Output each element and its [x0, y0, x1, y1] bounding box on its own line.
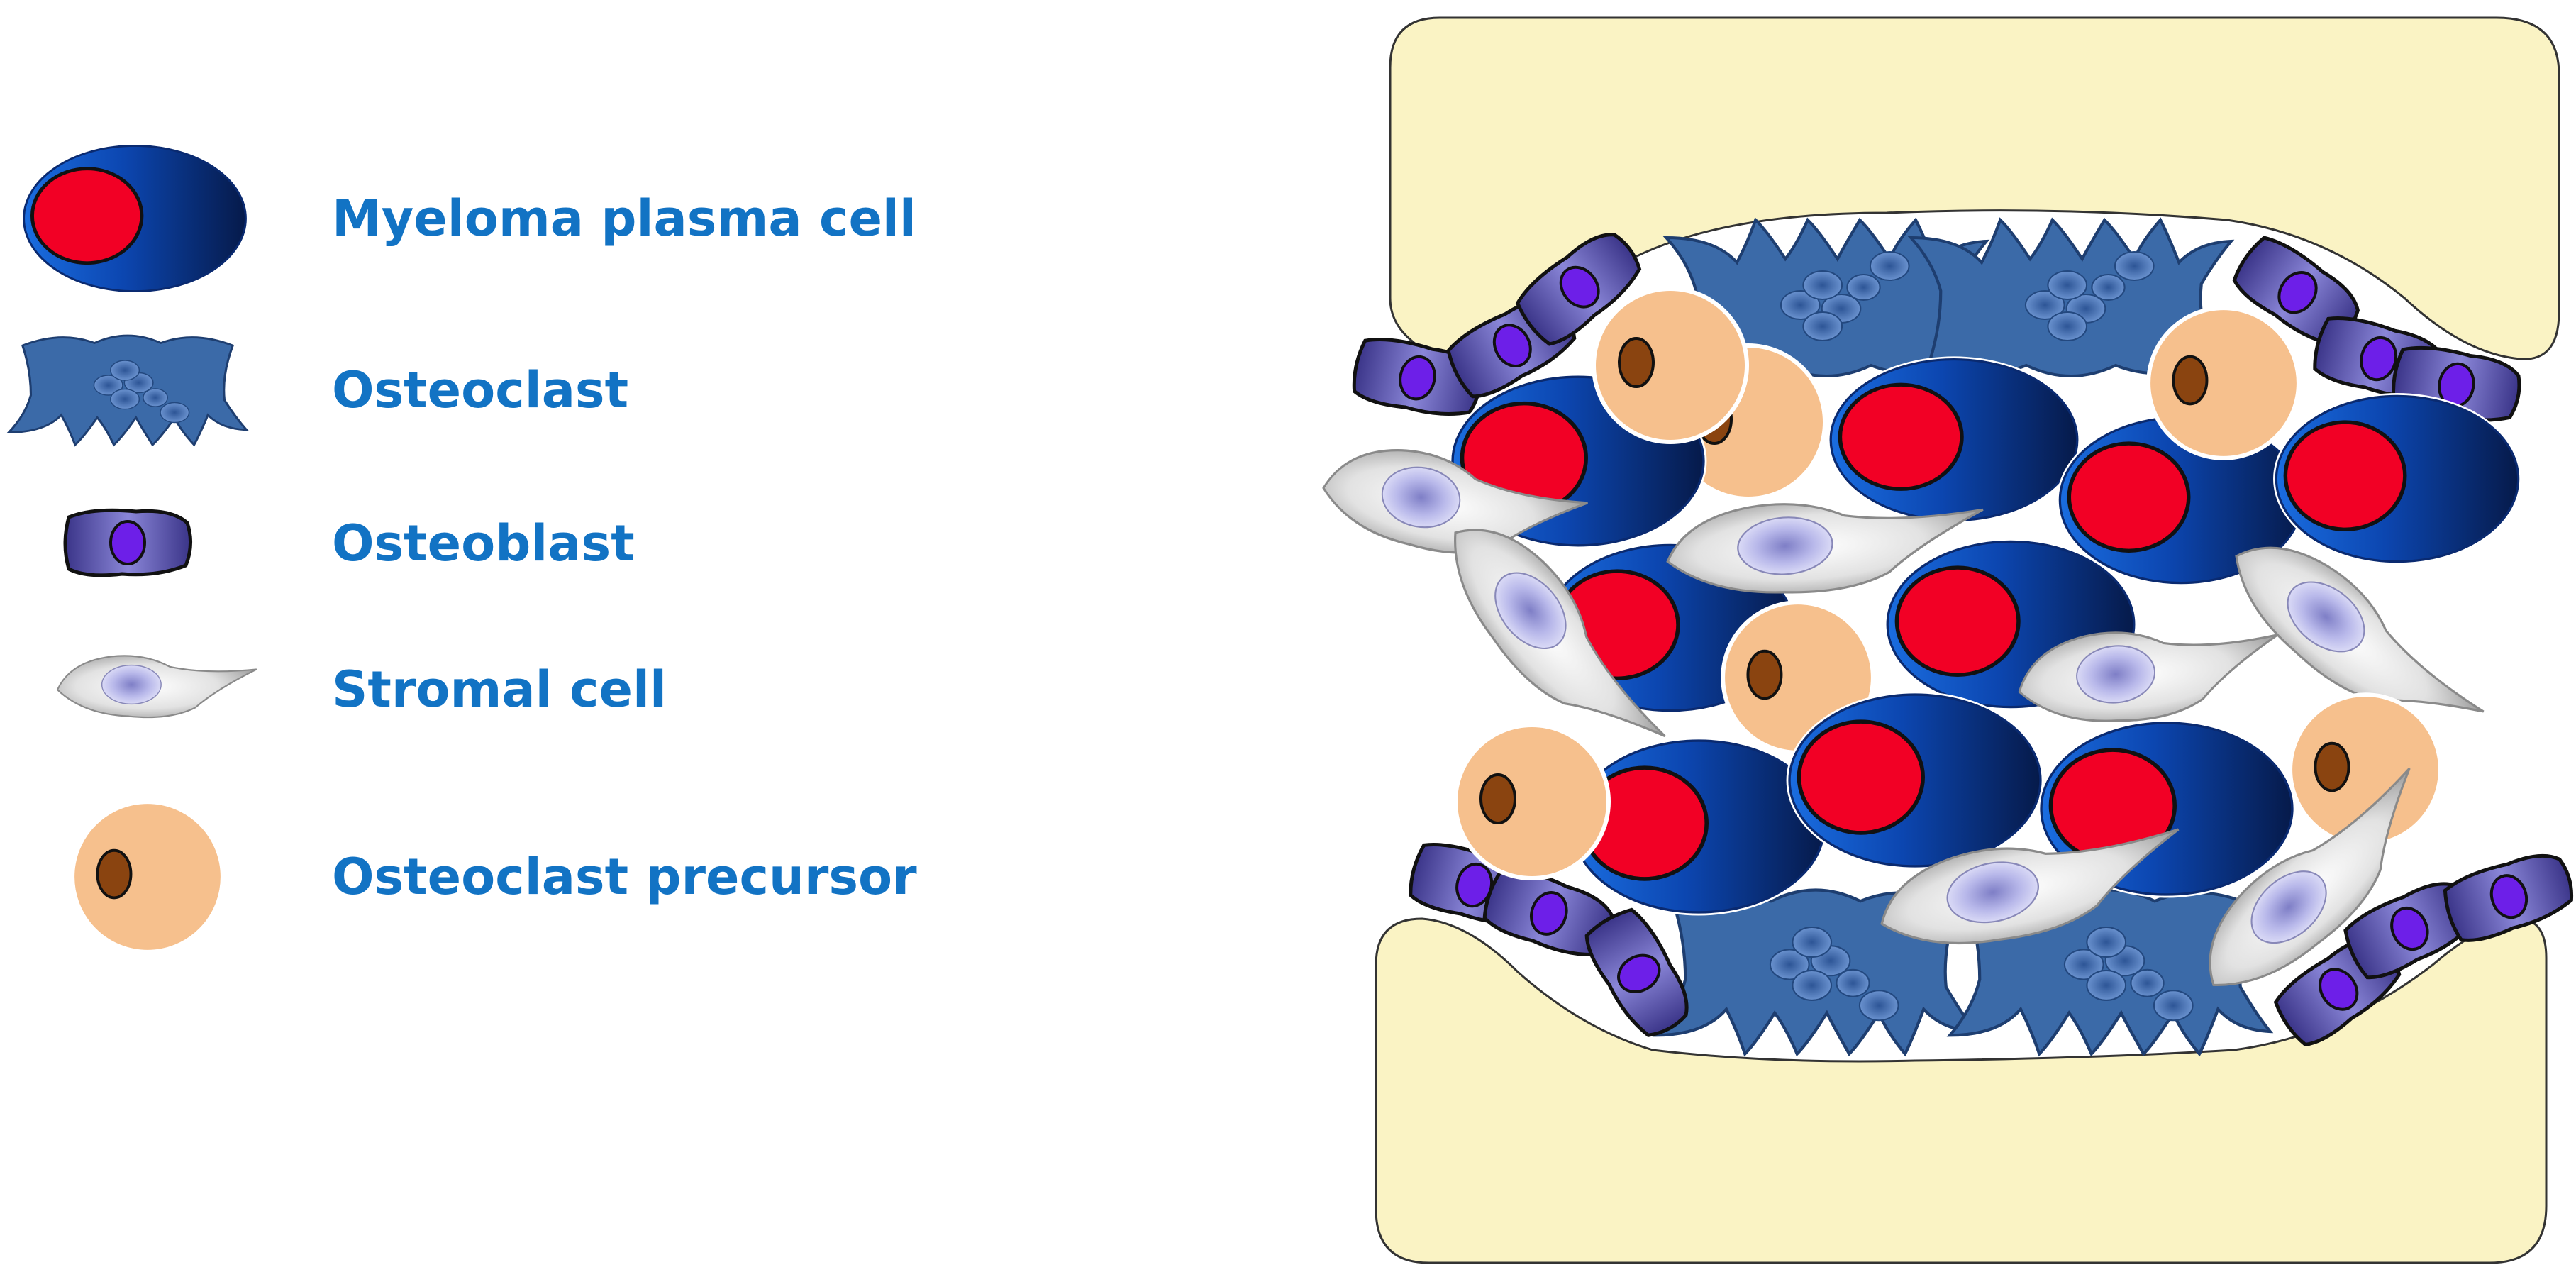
- myeloma-plasma-cell: [2273, 393, 2521, 565]
- legend-label-myeloma: Myeloma plasma cell: [332, 189, 916, 248]
- osteoclast-precursor-cell: [1594, 289, 1747, 442]
- osteoblast-icon: [65, 510, 191, 575]
- legend-item-precursor: Osteoclast precursor: [72, 802, 917, 952]
- legend-label-osteoblast: Osteoblast: [332, 514, 635, 573]
- bottom-bone: [1375, 917, 2548, 1264]
- osteoclast-precursor-cell: [1455, 725, 1609, 878]
- osteoclast-precursor-cell: [2148, 308, 2299, 458]
- legend-item-myeloma: Myeloma plasma cell: [21, 143, 916, 294]
- myeloma-plasma-cell-icon: [21, 143, 249, 294]
- stromal-cell-icon: [56, 655, 257, 719]
- legend-item-stromal: Stromal cell: [56, 655, 667, 719]
- legend: Myeloma plasma cell Osteoclast Osteoblas…: [7, 143, 917, 952]
- osteoblast-cell: [2440, 846, 2576, 947]
- legend-item-osteoblast: Osteoblast: [65, 510, 635, 575]
- myeloma-plasma-cell: [1787, 692, 2044, 870]
- osteoclast-precursor-icon: [72, 802, 223, 952]
- legend-label-stromal: Stromal cell: [332, 660, 667, 719]
- legend-label-osteoclast: Osteoclast: [332, 361, 628, 419]
- legend-label-precursor: Osteoclast precursor: [332, 848, 917, 906]
- osteoclast-icon: [7, 334, 248, 446]
- myeloma-plasma-cell: [1828, 356, 2080, 523]
- bone-lesion-illustration: [1315, 16, 2576, 1264]
- legend-item-osteoclast: Osteoclast: [7, 334, 628, 446]
